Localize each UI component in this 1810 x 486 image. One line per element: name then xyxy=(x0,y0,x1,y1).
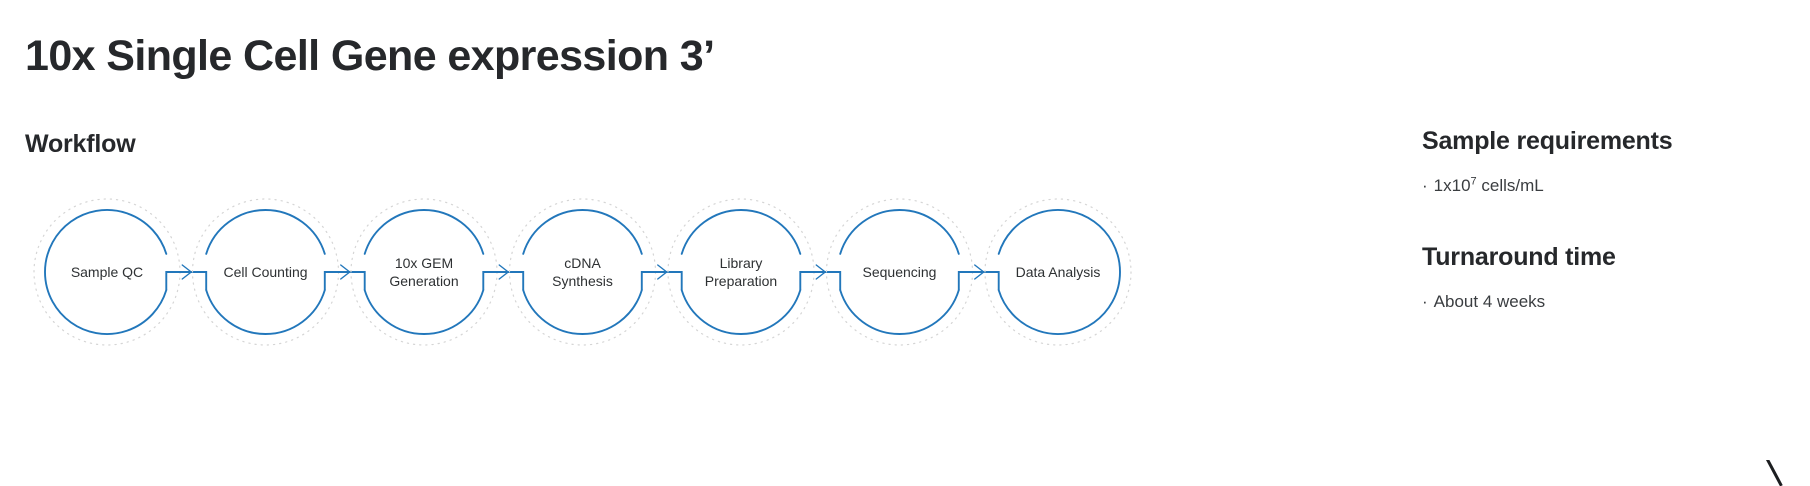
workflow-node-label-line: Library xyxy=(720,255,763,271)
workflow-arrow-icon xyxy=(657,264,668,280)
turnaround-time-item: · About 4 weeks xyxy=(1422,292,1792,312)
workflow-node-label-cdna-synthesis: cDNA Synthesis xyxy=(552,255,613,289)
workflow-node-label-line: Sample QC xyxy=(71,264,143,280)
workflow-node-circle-arc xyxy=(522,209,643,255)
workflow-connector xyxy=(323,271,366,291)
turnaround-time-value: About 4 weeks xyxy=(1433,292,1546,311)
workflow-node-dotted-ring xyxy=(508,198,657,346)
sample-requirement-value-suffix: cells/mL xyxy=(1476,176,1544,195)
workflow-node-circle-arc xyxy=(363,209,485,255)
bullet-marker-icon: · xyxy=(1422,176,1428,195)
sample-requirement-value-prefix: 1x10 xyxy=(1433,176,1471,195)
workflow-node-circle-arc xyxy=(680,289,802,335)
workflow-svg: Sample QC Cell Counting 10x GEM Generation c… xyxy=(33,198,1132,346)
workflow-node-label-line: Cell Counting xyxy=(223,264,307,280)
workflow-node-label-line: Synthesis xyxy=(552,273,613,289)
workflow-node-circle-arc xyxy=(839,289,960,335)
workflow-node-circle-arc xyxy=(205,209,326,255)
bullet-marker-icon: · xyxy=(1422,292,1428,311)
workflow-connector xyxy=(482,271,525,291)
sample-requirement-item: · 1x107 cells/mL xyxy=(1422,176,1792,196)
right-column: Sample requirements · 1x107 cells/mL Turn… xyxy=(1422,126,1792,312)
workflow-arrow-icon xyxy=(340,264,351,280)
workflow-node-label-line: Generation xyxy=(389,273,458,289)
workflow-node-label-line: Data Analysis xyxy=(1016,264,1101,280)
workflow-connector xyxy=(165,271,208,291)
turnaround-time-heading: Turnaround time xyxy=(1422,243,1616,271)
page-title: 10x Single Cell Gene expression 3’ xyxy=(25,32,715,80)
workflow-node-label-line: Preparation xyxy=(705,273,777,289)
workflow-node-label-sequencing: Sequencing xyxy=(863,264,937,280)
workflow-arrow-icon xyxy=(181,264,192,280)
workflow-connector xyxy=(640,271,683,291)
workflow-node-label-line: cDNA xyxy=(564,255,601,271)
workflow-node-circle-arc xyxy=(997,209,1121,335)
workflow-node-circle-arc xyxy=(44,209,168,335)
workflow-node-circle-arc xyxy=(680,209,802,255)
workflow-node-dotted-ring xyxy=(350,198,498,346)
workflow-node-circle-arc xyxy=(522,289,643,335)
workflow-node-label-gem-generation: 10x GEM Generation xyxy=(389,255,458,289)
workflow-node-circle-arc xyxy=(363,289,485,335)
workflow-node-label-line: Sequencing xyxy=(863,264,937,280)
workflow-arrow-icon xyxy=(974,264,985,280)
workflow-node-label-cell-counting: Cell Counting xyxy=(223,264,307,280)
workflow-arrow-icon xyxy=(815,264,826,280)
workflow-heading: Workflow xyxy=(25,130,136,158)
corner-slash-decoration xyxy=(1760,460,1800,486)
workflow-node-circle-arc xyxy=(839,209,960,255)
workflow-arrow-icon xyxy=(498,264,509,280)
workflow-node-label-data-analysis: Data Analysis xyxy=(1016,264,1101,280)
workflow-connector xyxy=(957,271,1000,291)
sample-requirement-value-superscript: 7 xyxy=(1470,175,1477,188)
workflow-node-label-sample-qc: Sample QC xyxy=(71,264,143,280)
sample-requirements-heading: Sample requirements xyxy=(1422,127,1673,155)
workflow-node-circle-arc xyxy=(205,289,326,335)
workflow-node-dotted-ring xyxy=(667,198,815,346)
workflow-diagram: Sample QC Cell Counting 10x GEM Generation c… xyxy=(20,190,1200,360)
workflow-node-dotted-ring xyxy=(984,198,1132,346)
workflow-node-label-line: 10x GEM xyxy=(395,255,453,271)
workflow-connector xyxy=(799,271,842,291)
